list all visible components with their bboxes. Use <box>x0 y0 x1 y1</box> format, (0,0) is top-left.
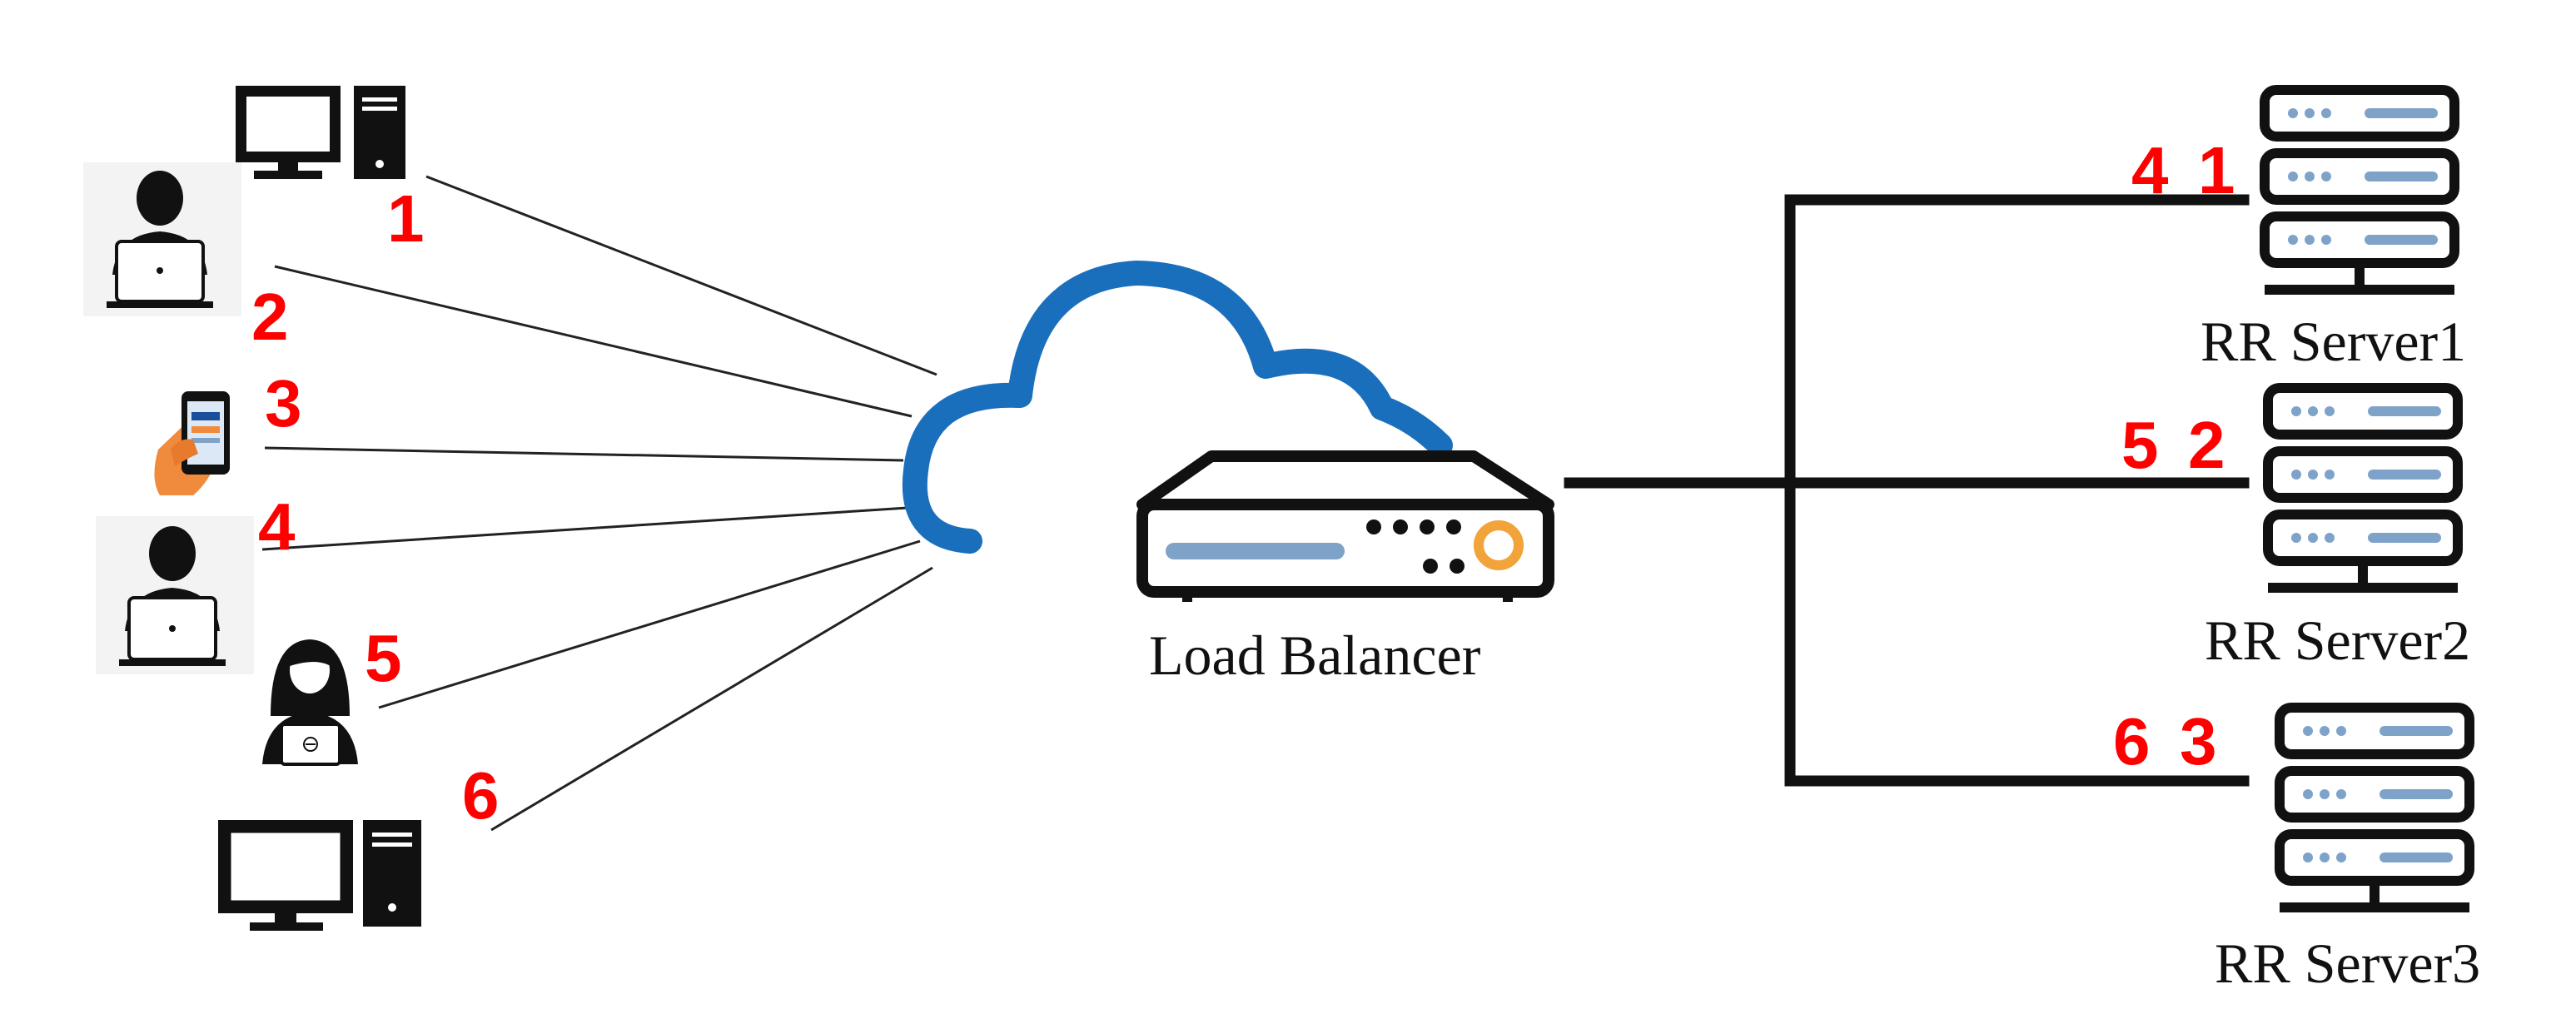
desktop-computer-icon <box>236 86 405 179</box>
client-3: 3 <box>154 366 302 495</box>
client-request-number: 4 <box>258 490 296 564</box>
connection-line-3 <box>264 446 904 462</box>
client-request-number: 2 <box>251 280 289 354</box>
desktop-computer-icon <box>218 820 421 931</box>
load-balancer-label: Load Balancer <box>1149 624 1481 687</box>
client-request-number: 5 <box>365 621 402 695</box>
connection-line-1 <box>425 175 937 376</box>
cloud-icon <box>902 261 1453 554</box>
server-assigned-request: 1 <box>2198 133 2235 207</box>
load-balancer: Load Balancer <box>902 261 1554 687</box>
client-request-number: 6 <box>462 758 500 833</box>
client-5: 5 <box>262 621 402 766</box>
rr-server-3: 6 3 RR Server3 <box>2113 703 2480 995</box>
server-label: RR Server1 <box>2201 310 2466 373</box>
connection-line-6 <box>490 566 933 832</box>
rr-server-2: 5 2 RR Server2 <box>2121 383 2470 672</box>
server-label: RR Server3 <box>2215 932 2480 995</box>
user-laptop-icon <box>96 516 254 674</box>
server-assigned-request: 2 <box>2188 408 2225 482</box>
rr-server-1: 4 1 RR Server1 <box>2131 85 2466 373</box>
server-assigned-request: 4 <box>2131 133 2169 207</box>
client-connection-lines <box>261 175 937 832</box>
connection-line-5 <box>378 539 921 709</box>
connection-line-2 <box>274 265 913 418</box>
client-2: 2 <box>83 162 289 354</box>
woman-laptop-icon <box>262 639 358 766</box>
server-rack-icon <box>2260 85 2459 295</box>
server-assigned-request: 3 <box>2180 704 2217 778</box>
client-request-number: 3 <box>265 366 302 440</box>
server-backbone-lines <box>1564 194 2250 787</box>
client-6: 6 <box>218 758 500 931</box>
server-rack-icon <box>2263 383 2463 593</box>
server-assigned-request: 5 <box>2121 408 2159 482</box>
server-assigned-request: 6 <box>2113 704 2151 778</box>
client-request-number: 1 <box>387 181 425 256</box>
client-1: 1 <box>236 86 425 256</box>
connection-line-4 <box>261 506 908 551</box>
load-balancer-device-icon <box>1136 450 1554 602</box>
server-label: RR Server2 <box>2205 609 2470 672</box>
user-laptop-icon <box>83 162 241 316</box>
client-4: 4 <box>96 490 296 674</box>
smartphone-hand-icon <box>154 391 230 495</box>
server-rack-icon <box>2275 703 2474 912</box>
